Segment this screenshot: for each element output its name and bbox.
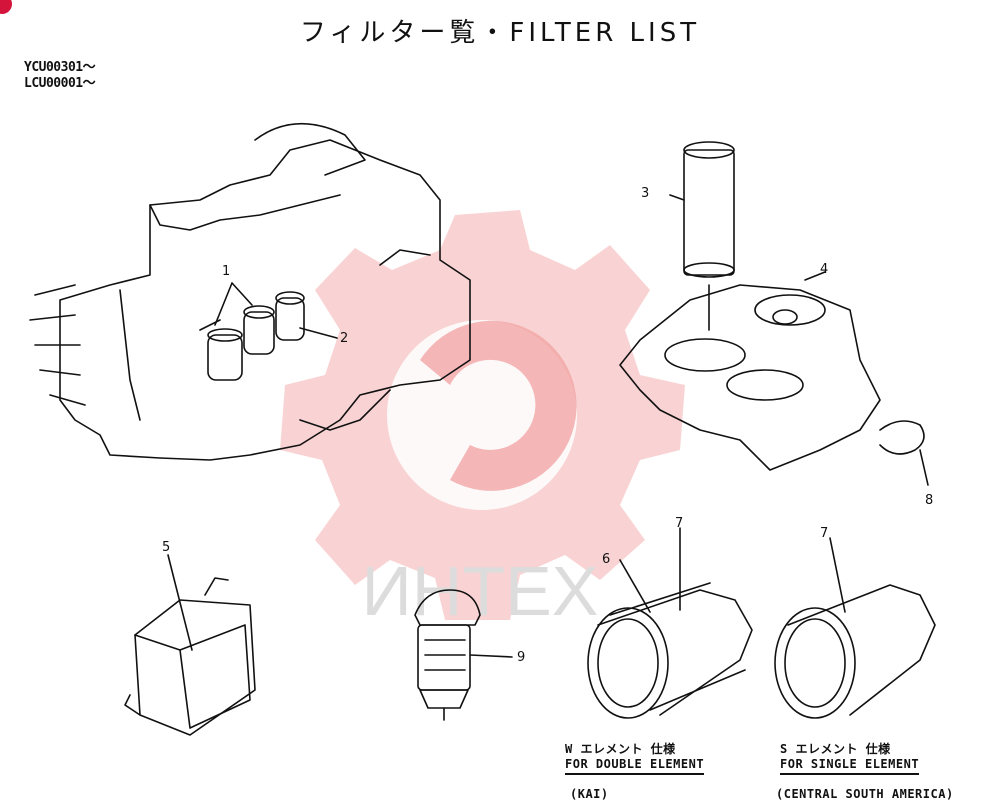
- callout-7-double: 7: [675, 516, 684, 531]
- serial-range-ycu: YCU00301〜: [24, 60, 96, 75]
- engine-drawing: [29, 122, 471, 461]
- tank-drawing: [619, 141, 929, 486]
- corner-mark: [0, 0, 12, 14]
- callout-2: 2: [340, 331, 349, 346]
- callout-3: 3: [641, 186, 650, 201]
- caption-double-region: (KAI): [570, 787, 609, 801]
- callout-7-single: 7: [820, 526, 829, 541]
- watermark-gear-logo: [280, 210, 685, 620]
- serial-range-lcu: LCU00001〜: [24, 76, 96, 91]
- caption-double-jp: W エレメント 仕様: [565, 742, 676, 756]
- callout-5: 5: [162, 540, 171, 555]
- watermark-text: ИНТЕХ: [361, 552, 598, 630]
- callout-8: 8: [925, 493, 934, 508]
- callout-1: 1: [222, 264, 231, 279]
- page-title: フィルター覧・FILTER LIST: [299, 18, 701, 48]
- fuel-filter-drawing: [414, 589, 513, 721]
- callout-6: 6: [602, 552, 611, 567]
- caption-single-region: (CENTRAL SOUTH AMERICA): [776, 787, 954, 801]
- caption-double-en: FOR DOUBLE ELEMENT: [565, 757, 705, 775]
- single-element-drawing: [774, 537, 936, 719]
- double-element-drawing: [587, 527, 753, 719]
- callout-4: 4: [820, 262, 829, 277]
- box-filter-drawing: [124, 554, 256, 736]
- caption-single-jp: S エレメント 仕様: [780, 742, 891, 756]
- callout-9: 9: [517, 650, 526, 665]
- caption-single-en: FOR SINGLE ELEMENT: [780, 757, 920, 775]
